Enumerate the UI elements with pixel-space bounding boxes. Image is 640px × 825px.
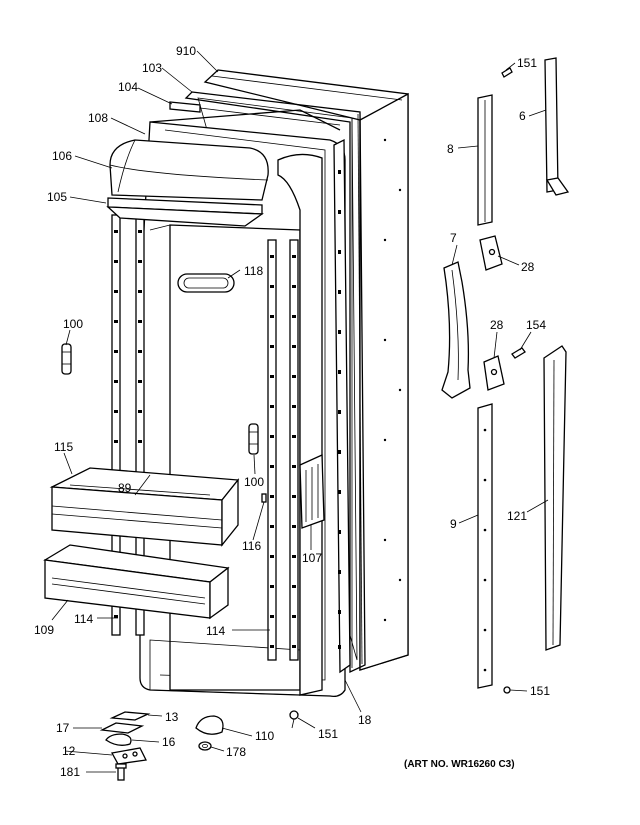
callout-108: 108: [88, 111, 108, 125]
callout-105: 105: [47, 190, 67, 204]
callout-6: 6: [519, 109, 526, 123]
hinge-part-12: [110, 747, 147, 765]
upper-door-bin: [49, 467, 240, 547]
screw-151-top: [501, 67, 513, 78]
callout-8: 8: [447, 142, 454, 156]
screw-181: [115, 763, 127, 781]
screw-154: [511, 347, 526, 359]
handle-mount-28-upper: [479, 235, 503, 271]
callout-16: 16: [162, 735, 176, 749]
callout-121: 121: [507, 509, 527, 523]
trim-strip-6: [544, 57, 570, 196]
callout-labels: 910 103 104 108 106 105 118 100 115 89 1…: [34, 44, 550, 779]
door-edge-strip: [333, 138, 351, 674]
hinge-part-13: [109, 711, 151, 721]
screw-116: [261, 493, 267, 503]
bottle-retainer: [299, 454, 325, 529]
callout-116: 116: [242, 539, 261, 553]
hinge-cover-110: [195, 715, 224, 735]
screw-151-bottom: [503, 686, 511, 694]
callout-154: 154: [526, 318, 546, 332]
callout-178: 178: [226, 745, 246, 759]
hinge-part-17: [99, 722, 145, 734]
trim-strip-121: [543, 345, 567, 651]
callout-103: 103: [142, 61, 162, 75]
callout-28-lower: 28: [490, 318, 504, 332]
outer-door-panel: [203, 69, 409, 671]
leader-lines: [51, 50, 549, 773]
callout-100-right: 100: [244, 475, 264, 489]
callout-151-middle: 151: [318, 727, 338, 741]
callout-7: 7: [450, 231, 457, 245]
shelf-clip-right: [248, 423, 259, 455]
door-handle-7: [441, 261, 471, 399]
handle-opening: [177, 273, 235, 293]
callout-107: 107: [302, 551, 322, 565]
top-bracket: [169, 101, 341, 126]
art-number-caption: (ART NO. WR16260 C3): [404, 759, 515, 770]
callout-151-top: 151: [517, 56, 537, 70]
lower-door-bin: [43, 544, 230, 620]
callout-18: 18: [358, 713, 372, 727]
trim-strip-9: [477, 403, 493, 689]
callout-118: 118: [244, 264, 263, 278]
door-gasket: [184, 91, 366, 674]
callout-109: 109: [34, 623, 54, 637]
callout-17: 17: [56, 721, 70, 735]
handle-mount-28-lower: [483, 355, 505, 391]
callout-89: 89: [118, 481, 132, 495]
callout-12: 12: [62, 744, 76, 758]
callout-181: 181: [60, 765, 80, 779]
hinge-part-16: [105, 733, 132, 746]
callout-114-left: 114: [74, 612, 93, 626]
shelf-rail-right: [267, 239, 299, 661]
dairy-compartment-door: [109, 139, 269, 201]
callout-104: 104: [118, 80, 138, 94]
callout-910: 910: [176, 44, 196, 58]
screw-151-middle: [289, 710, 299, 729]
shelf-clip-left: [61, 343, 72, 375]
callout-100-left: 100: [63, 317, 83, 331]
trim-strip-8: [477, 94, 493, 226]
callout-28-upper: 28: [521, 260, 535, 274]
callout-114-right: 114: [206, 624, 225, 638]
callout-106: 106: [52, 149, 72, 163]
callout-9: 9: [450, 517, 457, 531]
dairy-bar: [106, 197, 264, 227]
bushing-178: [198, 741, 212, 751]
callout-13: 13: [165, 710, 179, 724]
callout-115: 115: [54, 440, 73, 454]
callout-151-bottom: 151: [530, 684, 550, 698]
callout-110: 110: [255, 729, 274, 743]
